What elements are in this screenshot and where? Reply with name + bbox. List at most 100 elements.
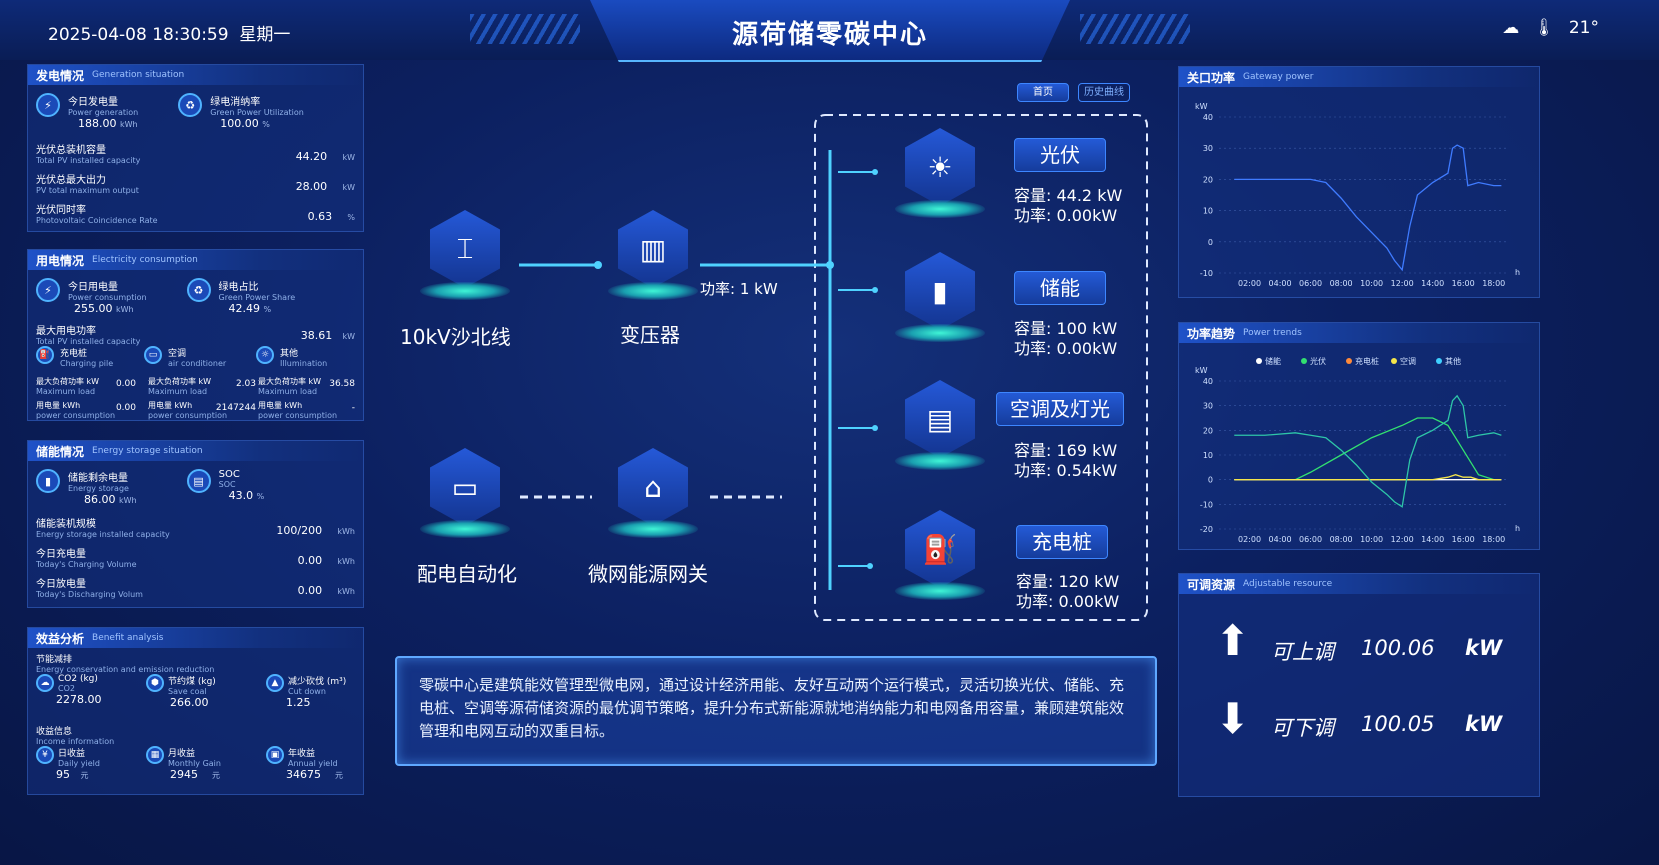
stat-unit: kWh [337,557,355,566]
item-sub: CO2 [58,684,75,693]
item-label: 节约煤 (kg) [168,677,216,687]
item-label: 月收益 [168,749,196,759]
power-tower-icon: ⌶ [430,210,500,288]
stat-label: 今日充电量 [36,549,86,560]
category-sub: Charging pile [60,359,114,368]
device-capacity: 容量: 120 kW [1016,572,1120,591]
kpi-value: 100.00 [220,117,259,130]
x-tick-label: 10:00 [1360,535,1383,544]
item-sub: Annual yield [288,759,338,768]
device-name-pv[interactable]: 光伏 [1014,138,1106,172]
device-ac-lighting[interactable]: ▤ [895,380,985,480]
stat-label: 光伏总最大出力 [36,175,106,186]
load-unit: kW [198,377,212,386]
tab-history[interactable]: 历史曲线 [1078,83,1130,102]
item-label: 减少砍伐 (m³) [288,677,347,687]
node-energy-gateway[interactable]: ⌂ [608,448,698,548]
section-title: 收益信息 [36,727,73,737]
cons-label: 用电量 [258,401,282,410]
charging-pile-icon: ⛽ [36,346,54,364]
device-capacity: 容量: 169 kW [1014,441,1118,460]
legend-dot [1436,358,1442,364]
coin-icon: ¥ [36,746,54,764]
stat-label: 今日放电量 [36,579,86,590]
device-storage[interactable]: ▮ [895,252,985,352]
item-sub: Cut down [288,687,326,696]
cons-unit: kWh [62,401,81,410]
weather-widget: ☁ 🌡 21° [1502,18,1599,38]
arrow-up-icon: ⬆ [1215,616,1251,665]
device-power: 功率: 0.00kW [1014,339,1118,358]
kpi-value: 255.00 [74,302,113,315]
stat-sub: Photovoltaic Coincidence Rate [36,216,158,225]
branch-dot [872,425,878,431]
header-stripe-right [1080,14,1190,44]
datetime-display: 2025-04-08 18:30:59 星期一 [48,20,290,45]
device-charging-pile[interactable]: ⛽ [895,510,985,610]
description-box: 零碳中心是建筑能效管理型微电网，通过设计经济用能、友好互动两个运行模式，灵活切换… [395,656,1157,766]
item-sub: Monthly Gain [168,759,221,768]
node-grid-line[interactable]: ⌶ [420,210,510,310]
device-capacity: 容量: 100 kW [1014,319,1118,338]
node-distribution-automation[interactable]: ▭ [420,448,510,548]
x-tick-label: 12:00 [1391,279,1414,288]
tab-home[interactable]: 首页 [1017,83,1069,102]
item-sub: Save coal [168,687,207,696]
y-tick-label: 40 [1203,113,1213,122]
load-unit: kW [86,377,100,386]
stat-value: 38.61 [300,329,333,342]
device-name-charger[interactable]: 充电桩 [1016,525,1108,559]
section-sub: Energy conservation and emission reducti… [36,665,215,674]
kpi-label: SOC [218,469,240,480]
node-transformer[interactable]: ▥ [608,210,698,310]
device-name-ac[interactable]: 空调及灯光 [996,392,1124,426]
link-dot [594,261,602,269]
y-axis-label: kW [1195,102,1208,111]
item-label: 日收益 [58,749,86,759]
y-axis-label: kW [1195,366,1208,375]
cons-unit: kWh [174,401,193,410]
stat-unit: kWh [337,527,355,536]
y-tick-label: 0 [1208,238,1213,247]
tree-icon: ▲ [266,674,284,692]
stat-unit: kWh [337,587,355,596]
series-line [1234,394,1502,508]
stat-label: 光伏总装机容量 [36,145,106,156]
coal-icon: ⬢ [146,674,164,692]
device-name-storage[interactable]: 储能 [1014,271,1106,305]
device-power: 功率: 0.54kW [1014,461,1118,480]
monitor-icon: ▭ [430,448,500,526]
item-sub: Daily yield [58,759,100,768]
kpi-sub: SOC [218,480,236,489]
stat-label: 最大用电功率 [36,326,96,337]
kpi-label: 今日用电量 [68,282,118,293]
load-label: 最大负荷功率 [36,377,84,386]
battery-icon: ▮ [36,469,60,493]
down-unit: kW [1465,712,1503,736]
load-label: 最大负荷功率 [148,377,196,386]
x-tick-label: 16:00 [1452,535,1475,544]
kpi-sub: Power generation [68,108,139,117]
device-pv[interactable]: ☀ [895,128,985,228]
